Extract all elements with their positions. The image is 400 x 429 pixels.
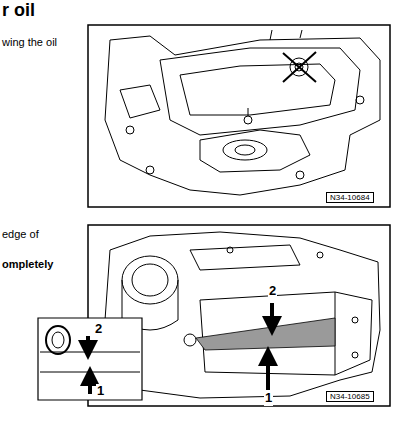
oil-level-band (196, 318, 335, 350)
body-text: ompletely (2, 258, 53, 271)
arrow (266, 356, 270, 390)
arrow (86, 336, 90, 350)
page-heading: r oil (2, 0, 35, 21)
callout-number: 1 (96, 384, 105, 399)
figure-number: N34-10685 (326, 391, 374, 402)
callout-number: 2 (268, 284, 277, 299)
transmission-drawing (105, 232, 380, 398)
arrow (88, 376, 92, 394)
arrow (270, 303, 274, 326)
housing-drawing (105, 30, 380, 195)
body-text: wing the oil (2, 36, 57, 49)
figure-frame (88, 25, 390, 207)
body-text: edge of (2, 228, 39, 241)
callout-number: 2 (94, 322, 103, 337)
inset-frame (38, 318, 142, 400)
figure-number: N34-10684 (326, 192, 374, 203)
plug-detail (40, 326, 140, 372)
callout-number: 1 (264, 391, 273, 406)
